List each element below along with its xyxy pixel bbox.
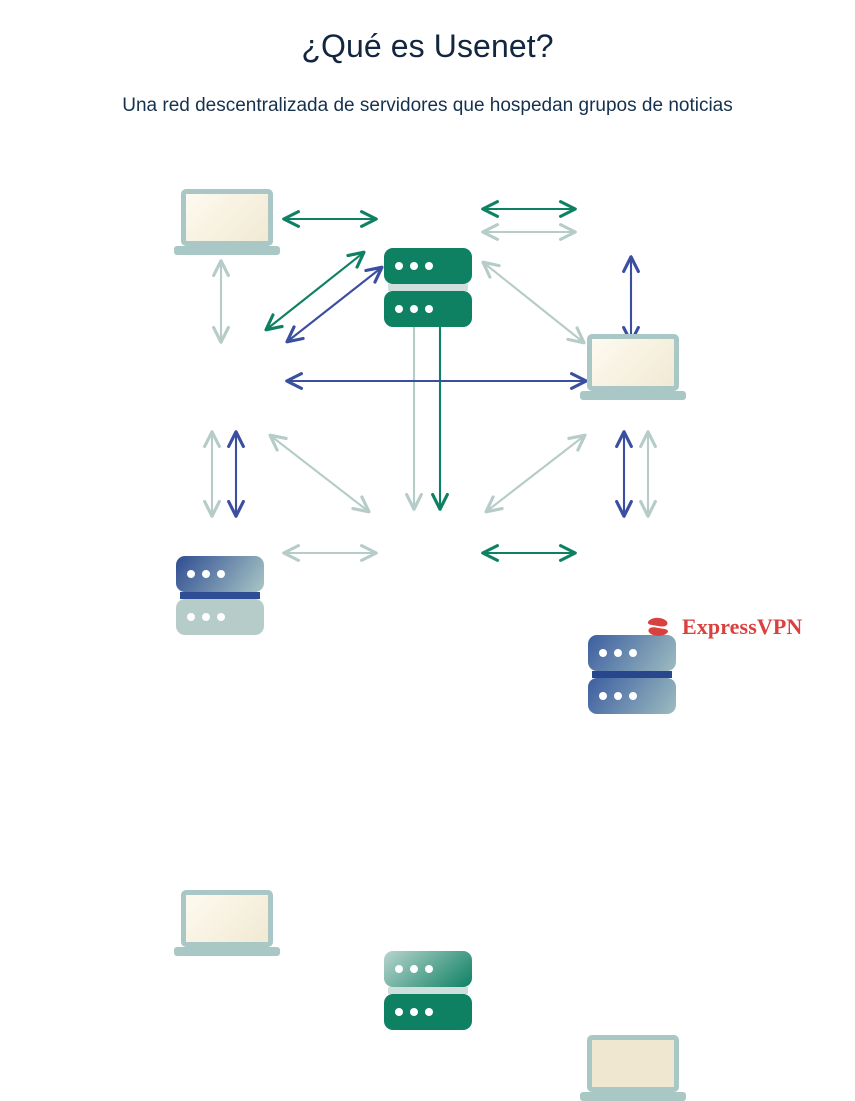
server-unit-bottom xyxy=(176,599,264,635)
server-unit-top xyxy=(384,248,472,284)
server-spacer xyxy=(388,987,468,994)
page-subtitle: Una red descentralizada de servidores qu… xyxy=(122,95,733,116)
server-indicator-dots xyxy=(395,965,433,973)
server-top-center xyxy=(384,248,472,327)
server-spacer xyxy=(388,284,468,291)
server-unit-top xyxy=(588,635,676,671)
server-indicator-dots xyxy=(187,613,225,621)
brand-name: ExpressVPN xyxy=(682,614,803,639)
laptop-bottom-left xyxy=(174,890,280,956)
connection-arrows-layer xyxy=(203,200,657,562)
server-spacer xyxy=(592,671,672,678)
arrow-server-middle-left-to-server-bottom-center-teal xyxy=(268,433,371,514)
expressvpn-logo: ExpressVPN xyxy=(643,612,802,642)
laptop-base xyxy=(580,1092,686,1101)
network-diagram xyxy=(174,189,686,1101)
arrow-server-middle-right-to-server-bottom-center-teal xyxy=(484,433,587,514)
laptop-screen xyxy=(587,334,679,391)
expressvpn-logo-icon xyxy=(647,617,669,636)
page-title: ¿Qué es Usenet? xyxy=(301,28,554,64)
server-spacer xyxy=(180,592,260,599)
arrow-server-top-center-to-server-middle-right-teal xyxy=(481,260,586,345)
server-unit-bottom xyxy=(384,994,472,1030)
infographic-page: ¿Qué es Usenet? Una red descentralizada … xyxy=(122,28,802,1101)
server-indicator-dots xyxy=(187,570,225,578)
server-bottom-center xyxy=(384,951,472,1030)
laptop-screen xyxy=(587,1035,679,1092)
laptop-top-right xyxy=(580,334,686,400)
server-unit-bottom xyxy=(588,678,676,714)
laptop-screen xyxy=(181,189,273,246)
laptop-base xyxy=(174,246,280,255)
server-indicator-dots xyxy=(599,692,637,700)
laptop-base xyxy=(174,947,280,956)
server-indicator-dots xyxy=(395,305,433,313)
server-middle-right xyxy=(588,635,676,714)
server-indicator-dots xyxy=(395,262,433,270)
server-middle-left xyxy=(176,556,264,635)
laptop-top-left xyxy=(174,189,280,255)
arrow-server-top-center-to-server-middle-left-blue xyxy=(285,265,384,344)
server-indicator-dots xyxy=(599,649,637,657)
server-unit-top xyxy=(176,556,264,592)
server-unit-bottom xyxy=(384,291,472,327)
server-unit-top xyxy=(384,951,472,987)
laptop-base xyxy=(580,391,686,400)
server-indicator-dots xyxy=(395,1008,433,1016)
arrow-server-top-center-to-server-middle-left-green xyxy=(264,250,366,332)
laptop-bottom-right xyxy=(580,1035,686,1101)
laptop-screen xyxy=(181,890,273,947)
